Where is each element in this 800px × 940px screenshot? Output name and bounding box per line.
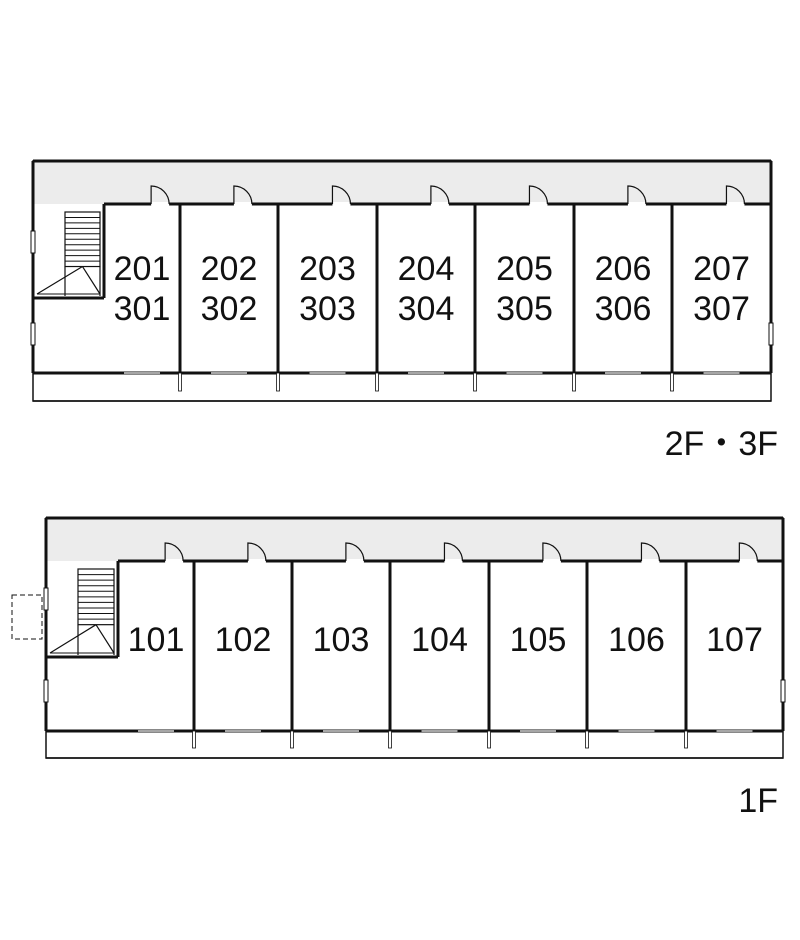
stair-landing	[95, 624, 115, 654]
stair-landing	[49, 624, 97, 654]
balcony-divider	[192, 730, 196, 749]
balcony-divider	[670, 372, 674, 392]
entrance-porch	[11, 594, 43, 640]
balcony-divider	[473, 372, 477, 392]
room-number: 204	[398, 250, 455, 288]
floor-label-2f-3f: 2F・3F	[665, 425, 778, 463]
balcony-divider	[388, 730, 392, 749]
door-swing	[331, 185, 352, 205]
end-window	[768, 322, 774, 346]
door-swing	[345, 542, 365, 562]
door-swing	[627, 185, 647, 205]
room-number: 206	[595, 250, 652, 288]
room-number: 307	[693, 290, 750, 328]
room-number: 301	[114, 290, 171, 328]
door-swing	[443, 542, 464, 562]
room-number: 102	[215, 621, 272, 659]
room-number: 105	[510, 621, 567, 659]
room-number: 303	[299, 290, 356, 328]
balcony-divider	[276, 372, 280, 392]
room-number: 106	[608, 621, 665, 659]
ground-floor-plan: 101 102 103 104 105 106 107	[11, 516, 786, 759]
door-swing	[233, 185, 253, 205]
corridor	[33, 161, 771, 204]
door-swing	[150, 185, 170, 205]
balcony-divider	[290, 730, 294, 749]
door-swing	[528, 185, 549, 205]
door-swing	[738, 542, 758, 562]
stair-landing	[36, 266, 83, 295]
door-swing	[542, 542, 562, 562]
room-number: 107	[706, 621, 763, 659]
end-window	[780, 679, 786, 703]
corridor	[46, 518, 783, 561]
stair-landing	[81, 266, 101, 295]
room-number: 305	[496, 290, 553, 328]
door-swing	[430, 185, 450, 205]
room-number: 302	[201, 290, 258, 328]
balcony-divider	[572, 372, 576, 392]
balcony-divider	[375, 372, 379, 392]
door-swing	[247, 542, 267, 562]
end-window	[43, 679, 49, 703]
door-swing	[725, 185, 746, 205]
door-swing	[164, 542, 184, 562]
room-number: 207	[693, 250, 750, 288]
room-number: 304	[398, 290, 455, 328]
room-number: 205	[496, 250, 553, 288]
balcony-divider	[684, 730, 688, 749]
room-number: 104	[411, 621, 468, 659]
door-swing	[640, 542, 661, 562]
end-window	[30, 230, 36, 254]
room-number: 203	[299, 250, 356, 288]
room-number: 101	[128, 621, 185, 659]
room-number: 306	[595, 290, 652, 328]
end-window	[30, 322, 36, 346]
balcony-divider	[585, 730, 589, 749]
room-number: 201	[114, 250, 171, 288]
balcony-divider	[178, 372, 182, 392]
room-number: 103	[313, 621, 370, 659]
end-window	[43, 587, 49, 611]
balcony-divider	[487, 730, 491, 749]
floor-label-1f: 1F	[738, 782, 778, 820]
room-number: 202	[201, 250, 258, 288]
